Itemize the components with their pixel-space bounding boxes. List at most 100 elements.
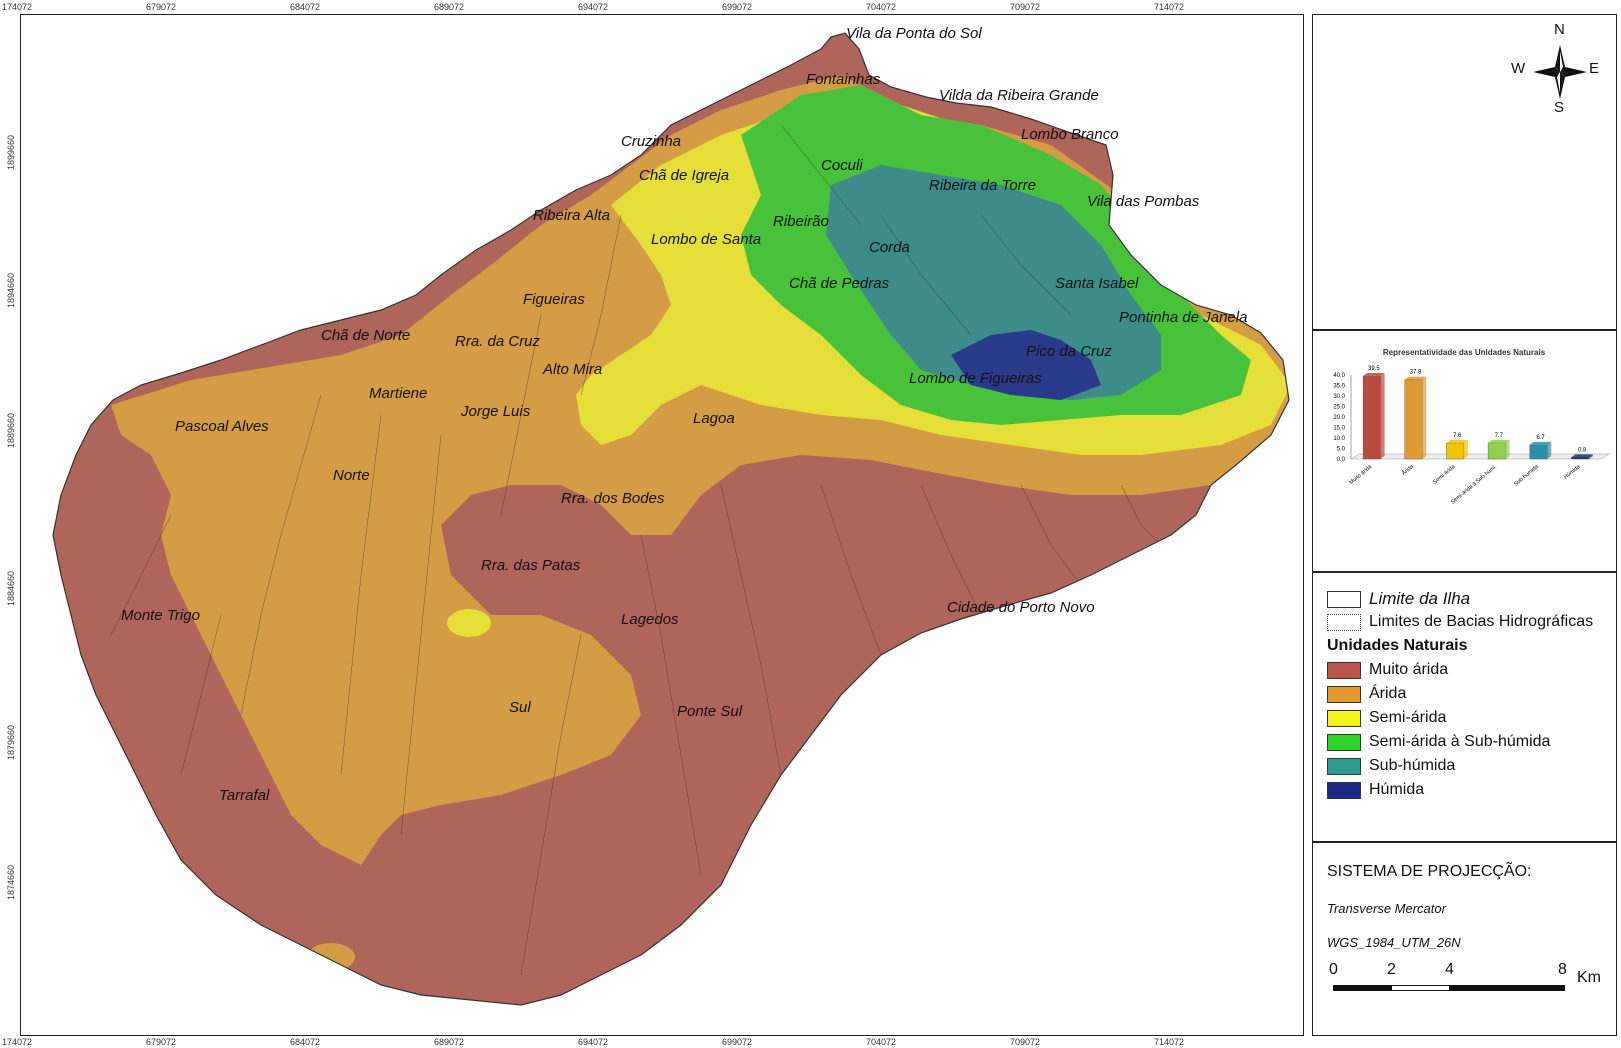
- data-label: 6.7: [1536, 435, 1545, 441]
- place-label: Lagedos: [621, 611, 679, 628]
- chart-bar-top: [1404, 376, 1427, 380]
- bar-chart: Representatividade das Unidades Naturais…: [1333, 348, 1610, 506]
- place-label: Coculi: [821, 157, 863, 174]
- place-label: Lombo de Santa: [651, 231, 762, 248]
- arida-swatch: [1327, 685, 1361, 703]
- scale-label: 4: [1445, 961, 1454, 978]
- legend-label: Semi-árida à Sub-húmida: [1369, 733, 1551, 750]
- data-label: 0.8: [1578, 447, 1587, 453]
- chart-bar-side: [1588, 454, 1593, 459]
- map-frame[interactable]: Vila da Ponta do Sol Fontainhas Vilda da…: [20, 14, 1304, 1036]
- semi-arida-swatch: [1327, 709, 1361, 727]
- chart-bar: [1571, 457, 1590, 460]
- legend-row-basins: Limites de Bacias Hidrográficas: [1327, 613, 1593, 631]
- chart-bar-top: [1529, 441, 1552, 445]
- place-label: Vila das Pombas: [1087, 193, 1200, 210]
- coord-label: 714072: [1154, 2, 1185, 12]
- chart-bar-top: [1446, 440, 1468, 444]
- legend-label: Húmida: [1369, 781, 1425, 798]
- legend-label: Árida: [1369, 685, 1407, 702]
- place-label: Pontinha de Janela: [1119, 309, 1248, 326]
- place-label: Rra. dos Bodes: [561, 490, 665, 507]
- coord-label: 684072: [290, 2, 321, 12]
- semi-arida-sub-humida-swatch: [1327, 733, 1361, 751]
- x-tick-label: Semi-árida à Sub-húmi.: [1450, 464, 1498, 506]
- x-tick-label: Sub-húmida: [1513, 463, 1540, 487]
- place-label: Jorge Luis: [461, 403, 531, 420]
- place-label: Ribeirão: [773, 213, 829, 230]
- legend-item: Semi-árida: [1327, 709, 1446, 727]
- coord-label: 699072: [722, 2, 753, 12]
- scale-label: 2: [1387, 961, 1396, 978]
- data-label: 39.5: [1368, 366, 1380, 372]
- coord-label: 1889660: [6, 412, 16, 448]
- place-label: Pascoal Alves: [175, 418, 269, 435]
- chart-bar: [1404, 379, 1423, 460]
- coord-label: 684072: [290, 1037, 321, 1047]
- y-tick-label: 30.0: [1333, 394, 1345, 400]
- legend-label: Sub-húmida: [1369, 757, 1456, 774]
- y-tick-label: 0.0: [1337, 457, 1346, 463]
- muito-arida-swatch: [1327, 661, 1361, 679]
- coord-label: 689072: [434, 1037, 465, 1047]
- place-label: Figueiras: [523, 291, 585, 308]
- legend-item: Árida: [1327, 685, 1406, 703]
- sub-humida-swatch: [1327, 757, 1361, 775]
- island-map[interactable]: [21, 15, 1304, 1036]
- place-label: Pico da Cruz: [1026, 343, 1112, 360]
- place-label: Chã de Pedras: [789, 275, 890, 292]
- chart-title: Representatividade das Unidades Naturais: [1383, 348, 1546, 357]
- place-label: Chã de Norte: [321, 327, 411, 344]
- coord-label: 1879660: [6, 724, 16, 760]
- coord-label: 689072: [434, 2, 465, 12]
- scale-label: 0: [1329, 961, 1338, 978]
- scale-label: 8: [1558, 961, 1567, 978]
- projection-title: SISTEMA DE PROJECÇÃO:: [1327, 863, 1532, 880]
- place-label: Ribeira da Torre: [929, 177, 1036, 194]
- projection-name: Transverse Mercator: [1327, 901, 1446, 916]
- chart-bar: [1529, 444, 1548, 460]
- legend-item: Muito árida: [1327, 661, 1448, 679]
- boundary-swatch: [1327, 590, 1361, 608]
- place-label: Corda: [869, 239, 910, 256]
- place-label: Ponte Sul: [677, 703, 743, 720]
- legend-title: Unidades Naturais: [1327, 637, 1467, 655]
- chart-floor: [1350, 453, 1610, 460]
- projection-panel: SISTEMA DE PROJECÇÃO: Transverse Mercato…: [1312, 842, 1617, 1036]
- place-label: Monte Trigo: [121, 607, 200, 624]
- y-tick-label: 35.0: [1333, 384, 1345, 390]
- coord-label: 714072: [1154, 1037, 1185, 1047]
- datum-name: WGS_1984_UTM_26N: [1327, 935, 1461, 950]
- legend-title-text: Unidades Naturais: [1327, 637, 1468, 654]
- place-label: Alto Mira: [543, 361, 603, 378]
- x-tick-label: Árida: [1400, 463, 1415, 477]
- chart-panel: Representatividade das Unidades Naturais…: [1312, 330, 1617, 572]
- place-label: Sul: [509, 699, 531, 716]
- island-boundary: [52, 32, 1290, 1006]
- chart-bar-side: [1380, 373, 1385, 459]
- chart-bar: [1446, 442, 1465, 460]
- place-label: Lagoa: [693, 410, 735, 427]
- y-tick-label: 40.0: [1333, 373, 1345, 379]
- legend-panel: Limite da Ilha Limites de Bacias Hidrogr…: [1312, 572, 1617, 842]
- legend-item: Semi-árida à Sub-húmida: [1327, 733, 1550, 751]
- coord-label: 679072: [146, 2, 177, 12]
- place-label: Norte: [333, 467, 370, 484]
- scale-unit: Km: [1577, 969, 1601, 986]
- place-label: Fontainhas: [806, 71, 881, 88]
- y-tick-label: 10.0: [1333, 436, 1345, 442]
- chart-bar-top: [1363, 373, 1385, 377]
- chart-bar-top: [1571, 454, 1593, 458]
- place-label: Rra. da Cruz: [455, 333, 541, 350]
- data-label: 7.6: [1453, 433, 1462, 439]
- basins-swatch: [1327, 613, 1361, 631]
- place-label: Chã de Igreja: [639, 167, 730, 184]
- chart-bar-side: [1422, 376, 1427, 459]
- coord-label: 174072: [2, 2, 33, 12]
- coord-label: 699072: [722, 1037, 753, 1047]
- legend-row-boundary: Limite da Ilha: [1327, 589, 1470, 609]
- compass-e-label: E: [1589, 60, 1600, 77]
- humida-swatch: [1327, 781, 1361, 799]
- compass-s-label: S: [1554, 99, 1565, 116]
- coord-label: 704072: [866, 2, 897, 12]
